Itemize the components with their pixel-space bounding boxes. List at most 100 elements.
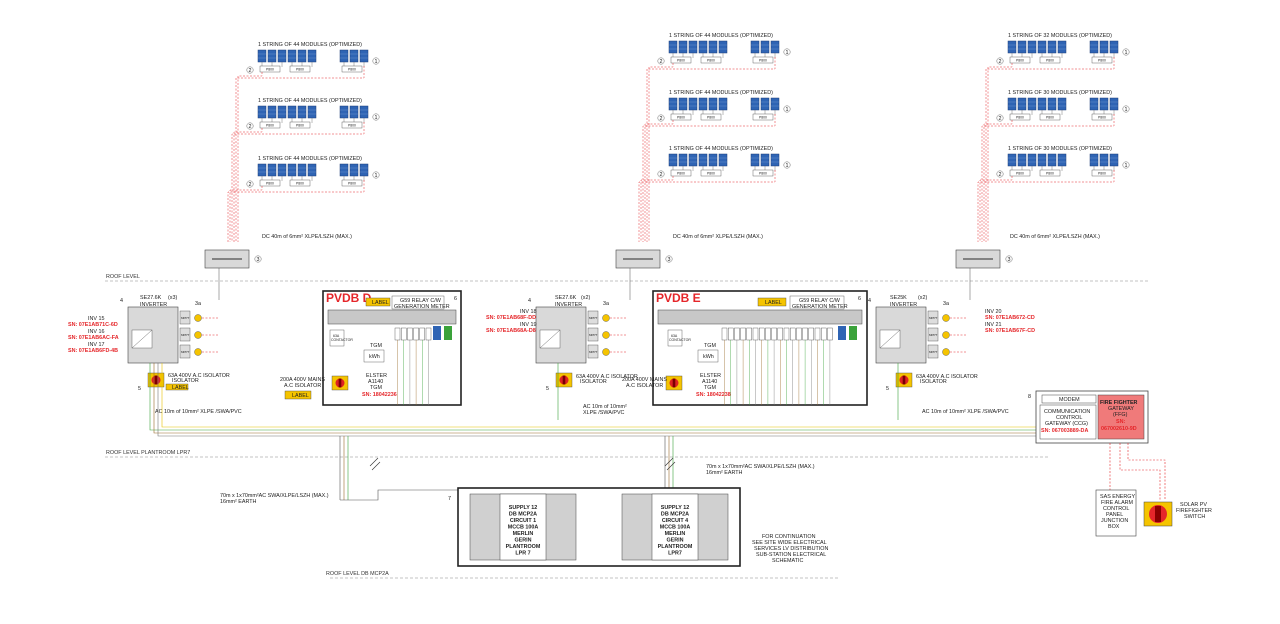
pvdb-e-label-tag: LABEL — [765, 300, 782, 306]
optimizer-label: P800 — [707, 59, 715, 63]
plantroom-level-label: ROOF LEVEL PLANTROOM LPR7 — [106, 450, 190, 456]
fire-panel-2: CONTROL — [1103, 506, 1129, 512]
mcb-breaker — [425, 327, 432, 341]
mcb-breaker — [740, 327, 746, 341]
mppt-label: MPPT — [929, 333, 938, 337]
pv-module-icon — [1047, 40, 1057, 59]
marker-circle — [254, 255, 262, 263]
optimizer-label: P800 — [348, 68, 356, 72]
fuse-icon — [602, 314, 610, 322]
pv-module-icon — [1017, 40, 1027, 59]
pv-module-icon — [359, 105, 369, 124]
pv-module-icon — [339, 163, 349, 182]
mppt-label: MPPT — [181, 350, 190, 354]
supply-left-line: DB MCP2A — [509, 512, 537, 518]
pv-module-icon — [257, 49, 267, 68]
pv-module-icon — [718, 40, 728, 59]
pv-module-icon — [349, 163, 359, 182]
marker-6: 6 — [454, 296, 457, 302]
mppt-block — [587, 327, 599, 342]
pv-module-icon — [1027, 97, 1037, 116]
feed-left-2: 16mm² EARTH — [220, 499, 257, 505]
pv-module-icon — [297, 105, 307, 124]
pv-module-icon — [287, 163, 297, 182]
mppt-label: MPPT — [181, 333, 190, 337]
pv-module-icon — [1089, 153, 1099, 172]
pv-module-icon — [1047, 153, 1057, 172]
marker-1: 1 — [375, 59, 378, 65]
mcb-breaker — [771, 327, 777, 341]
feed-right-1: 70m x 1x70mm²AC SWA/XLPE/LSZH (MAX.) — [706, 464, 815, 470]
pv-module-icon — [307, 49, 317, 68]
optimizer-label: P800 — [296, 124, 304, 128]
pvdb-d-label-tag: LABEL — [372, 300, 389, 306]
optimizer-label: P800 — [1046, 59, 1054, 63]
optimizer-box — [1009, 113, 1031, 121]
pv-module-icon — [1109, 97, 1119, 116]
pv-module-icon — [1099, 40, 1109, 59]
inverter-mid-type: INVERTER — [555, 302, 582, 308]
pv-module-icon — [267, 49, 277, 68]
combiner-boxes — [204, 249, 1001, 269]
pvdb-d-tgm: TGM — [370, 343, 382, 349]
supply-right-line: MCCB 100A — [660, 525, 691, 531]
optimizer-label: P800 — [1016, 116, 1024, 120]
pv-module-icon — [698, 153, 708, 172]
pv-module-icon — [750, 153, 760, 172]
marker-circle — [372, 57, 380, 65]
optimizer-box — [1091, 56, 1113, 64]
pvdb-d-title: PVDB D — [326, 291, 372, 305]
string-title-left-1: 1 STRING OF 44 MODULES (OPTIMIZED) — [258, 98, 362, 104]
pv-module-icon — [678, 153, 688, 172]
pvdb-e-mains-2: A.C ISOLATOR — [626, 383, 663, 389]
inv16-sn: SN: 07E1AB6AC-FA — [68, 335, 119, 341]
inverter-right-model: SE25K — [890, 295, 907, 301]
optimizer-label: P800 — [266, 68, 274, 72]
optimizer-box — [1091, 169, 1113, 177]
marker-circle — [657, 114, 665, 122]
optimizer-box — [259, 179, 281, 187]
optimizer-box — [259, 65, 281, 73]
pvdb-e-mains-1: 200A 400V MAINS — [622, 377, 667, 383]
iso-mid-a: 63A 400V A.C ISOLATOR — [576, 374, 638, 380]
optimizer-box — [289, 121, 311, 129]
marker-circle — [996, 57, 1004, 65]
string-title-left-2: 1 STRING OF 44 MODULES (OPTIMIZED) — [258, 156, 362, 162]
inv18-sn: SN: 07E1AB68F-DD — [486, 315, 536, 321]
supply-right-line: LPR7 — [668, 551, 682, 557]
mppt-label: MPPT — [929, 316, 938, 320]
ff-switch-2: SWITCH — [1184, 514, 1205, 520]
pv-module-icon — [297, 163, 307, 182]
optimizer-box — [670, 56, 692, 64]
optimizer-box — [670, 113, 692, 121]
pv-module-icon — [287, 49, 297, 68]
string-title-right-2: 1 STRING OF 30 MODULES (OPTIMIZED) — [1008, 146, 1112, 152]
pv-module-icon — [359, 163, 369, 182]
marker-1: 1 — [375, 173, 378, 179]
marker-circle — [1122, 105, 1130, 113]
mcb-breaker — [419, 327, 425, 341]
pv-module-icon — [1027, 40, 1037, 59]
pv-module-icon — [1089, 97, 1099, 116]
inv20-sn: SN: 07E1AB672-CD — [985, 315, 1035, 321]
mcb-breaker — [796, 327, 802, 341]
iso-left-label: LABEL — [172, 385, 189, 391]
marker-2: 2 — [249, 68, 252, 74]
cont-1: SEE SITE WIDE ELECTRICAL — [752, 540, 827, 546]
pv-module-icon — [307, 163, 317, 182]
marker-circle — [996, 170, 1004, 178]
marker-circle — [783, 105, 791, 113]
pvdb-d-mains-2: A.C ISOLATOR — [284, 383, 321, 389]
marker-circle — [665, 255, 673, 263]
supply-left-line: PLANTROOM — [506, 544, 541, 550]
optimizer-box — [1009, 56, 1031, 64]
optimizer-label: P800 — [266, 124, 274, 128]
pv-module-icon — [277, 163, 287, 182]
pvdb-d-meter-2: A1140 — [368, 379, 383, 385]
mcb-breaker — [746, 327, 752, 341]
marker-circle — [1122, 48, 1130, 56]
mppt-block — [179, 327, 191, 342]
optimizer-label: P800 — [296, 68, 304, 72]
ff-switch-1: FIREFIGHTER — [1176, 508, 1212, 514]
marker-circle — [372, 113, 380, 121]
